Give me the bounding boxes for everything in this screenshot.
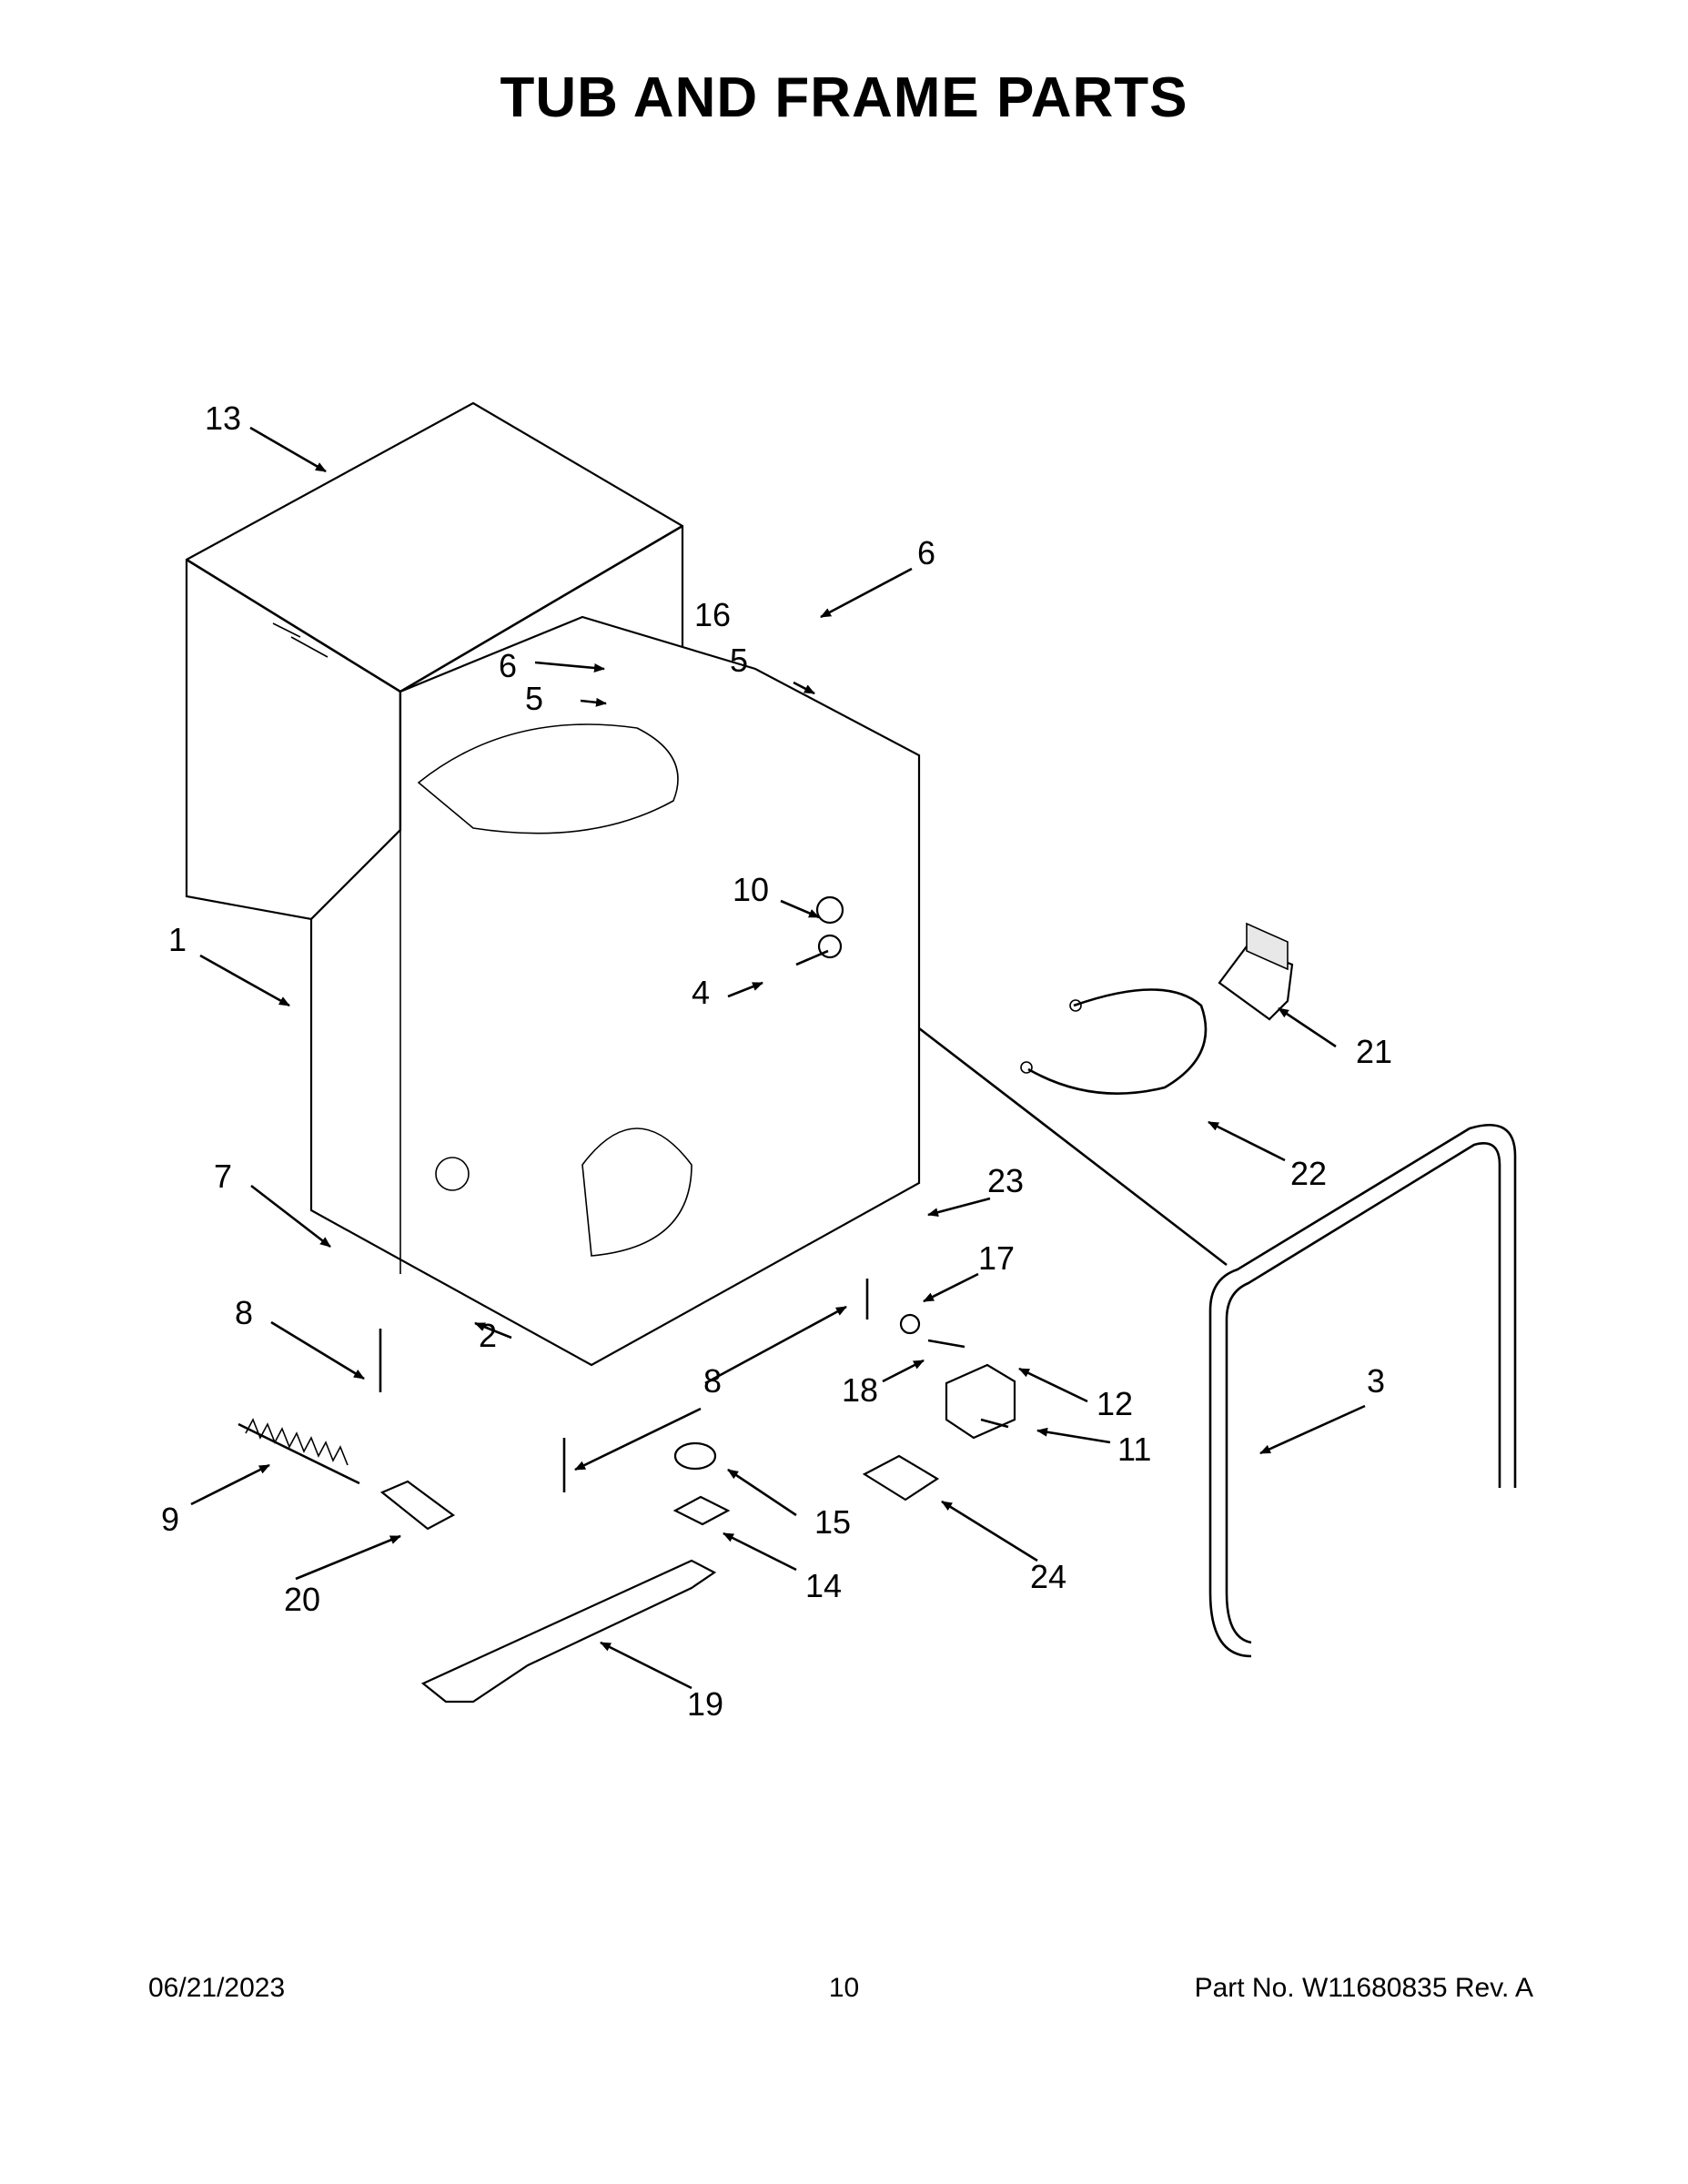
hinge-components	[795, 895, 844, 966]
base-plate	[420, 1559, 717, 1704]
callout-15: 15	[814, 1503, 851, 1541]
hardware-parts	[899, 1313, 1016, 1440]
callout-12: 12	[1097, 1385, 1133, 1422]
callout-4: 4	[692, 974, 710, 1011]
callout-17: 17	[978, 1239, 1015, 1277]
callout-5a: 5	[525, 680, 543, 717]
callout-1: 1	[168, 921, 187, 958]
callout-9: 9	[161, 1501, 179, 1538]
callout-21: 21	[1356, 1033, 1392, 1070]
callout-24: 24	[1030, 1558, 1066, 1595]
footer-page-number: 10	[828, 1973, 860, 2003]
callout-8b: 8	[703, 1362, 722, 1400]
leveling-legs	[379, 1279, 869, 1492]
callout-10: 10	[733, 871, 769, 908]
door-spring	[238, 1418, 360, 1485]
gasket-leader	[918, 1026, 1228, 1267]
callout-13: 13	[205, 399, 241, 437]
callout-14: 14	[805, 1567, 842, 1604]
callout-18: 18	[842, 1371, 878, 1409]
tub	[309, 615, 921, 1367]
callout-19: 19	[687, 1685, 723, 1723]
filter-housing	[862, 1454, 940, 1502]
callout-3: 3	[1367, 1362, 1385, 1400]
callout-6b: 6	[917, 534, 935, 571]
mounting-bracket	[1218, 922, 1294, 1021]
footer-part-number: Part No. W11680835 Rev. A	[1194, 1973, 1533, 2003]
page-title: TUB AND FRAME PARTS	[500, 66, 1188, 129]
callout-2: 2	[479, 1317, 497, 1354]
wire-harness	[1020, 988, 1208, 1095]
footer-date: 06/21/2023	[148, 1973, 286, 2003]
callout-22: 22	[1290, 1155, 1327, 1192]
callout-7: 7	[214, 1158, 232, 1195]
callout-8a: 8	[235, 1294, 253, 1331]
door-gasket	[1208, 1124, 1517, 1658]
callout-5b: 5	[730, 642, 748, 679]
callout-20: 20	[284, 1581, 320, 1618]
callout-11: 11	[1117, 1431, 1151, 1468]
callout-6a: 6	[499, 647, 517, 684]
float-assembly	[672, 1441, 731, 1526]
spacer-pad	[379, 1480, 456, 1531]
callout-23: 23	[987, 1162, 1024, 1199]
callout-16: 16	[694, 596, 731, 633]
